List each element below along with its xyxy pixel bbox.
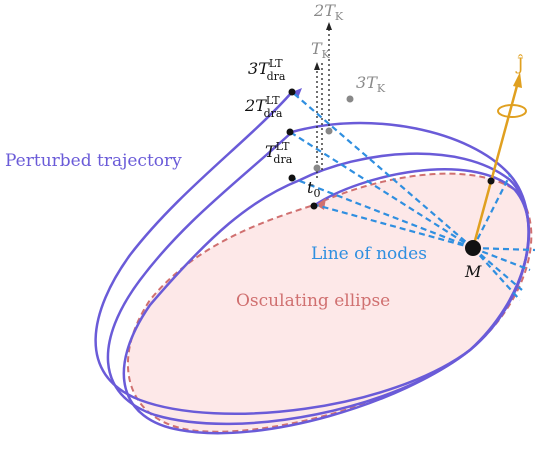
tk-3-label: 3TK [356,73,386,95]
spin-axis [471,81,520,249]
tk-label: TK [311,39,331,61]
point-3tk [346,95,354,103]
svg-text:t0: t0 [307,178,320,200]
spin-rotation-icon [497,104,527,118]
point-3tdra [288,88,296,96]
svg-text:2TK: 2TK [313,1,344,23]
spin-axis-arrowhead [513,72,522,88]
osculating-ellipse [127,172,533,433]
point-t0 [310,202,318,210]
tk-arrow-1 [314,62,320,70]
svg-text:3TK: 3TK [356,73,386,95]
trajectory-loop-inner [94,91,530,416]
t0-label: t0 [307,178,320,200]
trajectory-loop-middle [106,131,530,426]
tk-arrow-2 [326,22,332,30]
mass-label: M [464,262,482,281]
mass-body [465,240,481,256]
point-2tk [325,127,333,135]
svg-text:TK: TK [311,39,331,61]
point-node-right [487,177,495,185]
line-of-nodes-label: Line of nodes [311,244,427,264]
tk-guides [316,28,330,178]
line-of-nodes [289,91,536,301]
tk-2-label: 2TK [313,1,344,23]
point-tdra [288,174,296,182]
point-2tdra [286,128,294,136]
point-tk [313,164,321,172]
trajectory-arrowhead [292,88,302,98]
perturbed-trajectory-label: Perturbed trajectory [5,151,182,171]
j-hat-label: Ĵ [515,55,524,75]
osculating-ellipse-label: Osculating ellipse [236,291,390,311]
